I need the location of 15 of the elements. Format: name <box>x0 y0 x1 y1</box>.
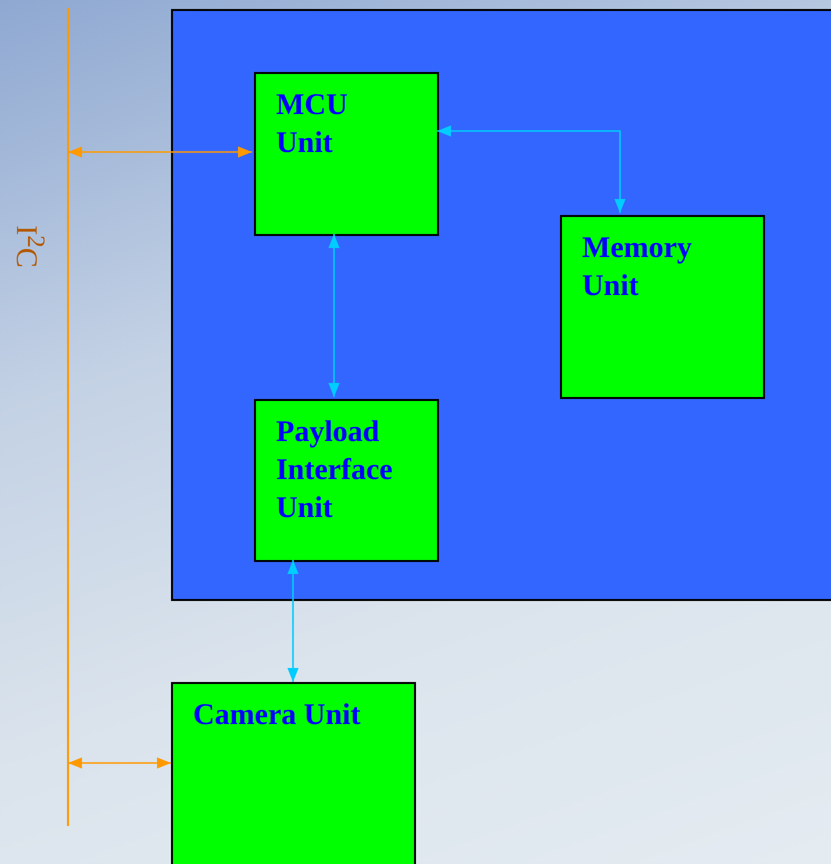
unit-box <box>254 399 439 562</box>
unit-box <box>254 72 439 236</box>
unit-label: Memory Unit <box>582 230 692 304</box>
bus-line <box>67 8 69 826</box>
unit-label: MCU Unit <box>276 87 348 161</box>
arrow <box>68 757 171 769</box>
unit-label: Camera Unit <box>193 697 360 733</box>
unit-box <box>560 215 765 399</box>
arrow <box>328 234 340 397</box>
arrow <box>437 125 626 213</box>
arrow <box>68 146 252 158</box>
arrow <box>287 560 299 682</box>
unit-box <box>171 682 416 864</box>
unit-label: Payload Interface Unit <box>276 414 393 526</box>
panel <box>171 9 831 601</box>
